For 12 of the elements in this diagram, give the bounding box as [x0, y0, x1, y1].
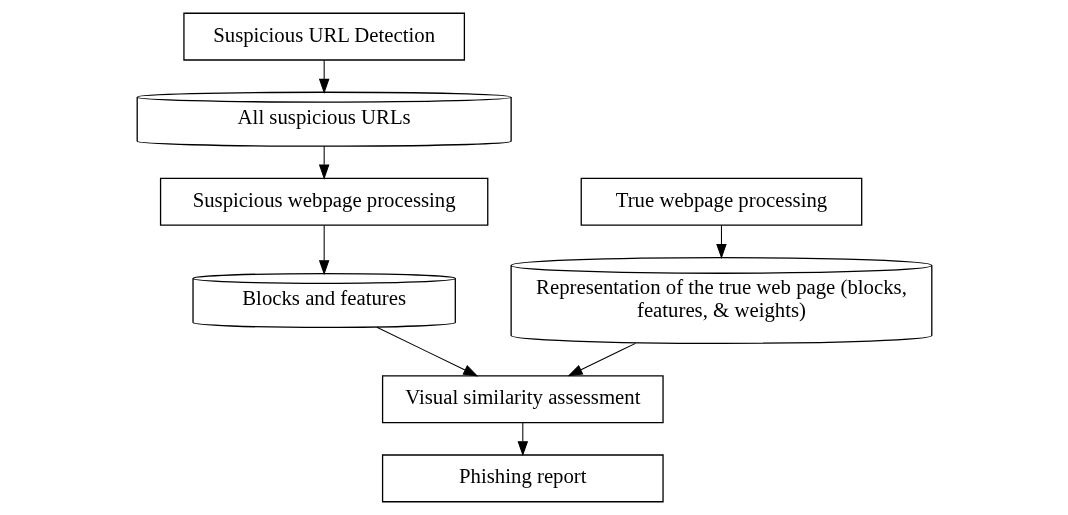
arrow: [715, 224, 727, 259]
arrow: [318, 59, 329, 94]
arrow: [318, 224, 329, 276]
arrow: [517, 422, 528, 457]
arrow: [375, 326, 478, 377]
node-box: Suspicious webpage processing: [159, 177, 488, 226]
arrow: [318, 145, 329, 180]
node-box: Phishing report: [381, 454, 664, 503]
arrow: [567, 342, 636, 377]
node-box: Visual similarity assessment: [381, 375, 664, 424]
node-box: Suspicious URL Detection: [182, 12, 465, 61]
node-box: True webpage processing: [580, 177, 862, 226]
